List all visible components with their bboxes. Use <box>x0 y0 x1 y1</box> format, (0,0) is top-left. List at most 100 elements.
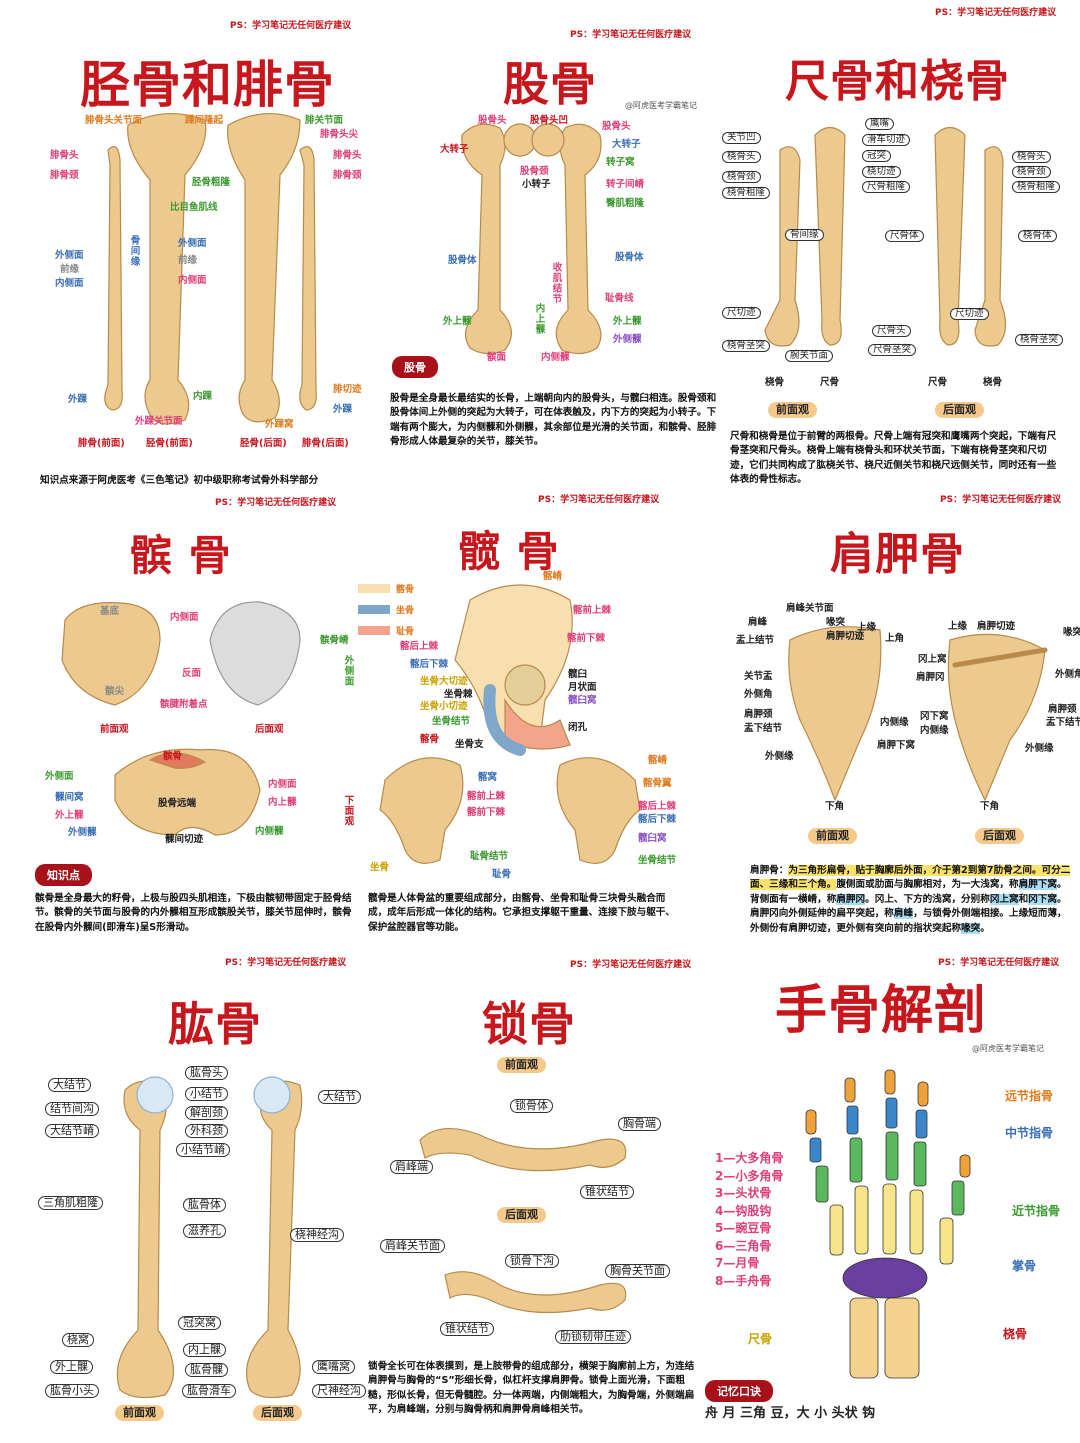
anatomy-label: 髋臼窝 <box>568 695 597 706</box>
anatomy-label: 桡窝 <box>62 1333 94 1348</box>
anatomy-label: 内侧面 <box>268 779 297 790</box>
anatomy-label: 腓骨头尖 <box>320 129 359 140</box>
anatomy-label: 腓骨头关节面 <box>85 115 143 126</box>
anatomy-label: 喙突 <box>826 617 846 628</box>
anatomy-label: 肩峰关节面 <box>380 1239 445 1254</box>
panel-title: 肱骨 <box>168 997 262 1051</box>
anatomy-label: 外上髁 <box>50 1360 93 1375</box>
anatomy-label: 近节指骨 <box>1012 1204 1061 1218</box>
anatomy-label: 髋臼窝 <box>638 833 667 844</box>
panel-title: 肩胛骨 <box>830 529 965 580</box>
anatomy-label: 外踝 <box>333 404 353 415</box>
anatomy-label: 鹰嘴窝 <box>312 1360 355 1375</box>
anatomy-label: 髂后上棘 <box>400 641 439 652</box>
anatomy-label: 髂前上棘 <box>467 791 506 802</box>
disclaimer-note: PS：学习笔记无任何医疗建议 <box>940 495 1062 505</box>
description-paragraph: 尺骨和桡骨是位于前臂的两根骨。尺骨上端有冠突和鹰嘴两个突起，下端有尺骨茎突和尺骨… <box>730 431 1057 486</box>
tibia-front <box>127 113 207 425</box>
anatomy-label: 骨间缘 <box>128 235 140 267</box>
disclaimer-note: PS：学习笔记无任何医疗建议 <box>225 958 347 968</box>
anatomy-label: 下面观 <box>342 795 354 827</box>
anatomy-label: 肩胛下窝 <box>877 740 916 751</box>
disclaimer-note: PS：学习笔记无任何医疗建议 <box>230 21 352 31</box>
hip-medial-left <box>379 757 464 864</box>
fibula-back <box>299 146 317 411</box>
carpal-list-item: 1—大多角骨 <box>715 1151 784 1165</box>
anatomy-label: 后面观 <box>255 724 284 735</box>
anatomy-label: 反面 <box>182 668 202 679</box>
anatomy-label: 盂上结节 <box>736 635 775 646</box>
anatomy-label: 肩峰关节面 <box>786 603 834 614</box>
paragraph-segment: 喙突 <box>961 922 981 934</box>
anatomy-label: 远节指骨 <box>1005 1089 1054 1103</box>
anatomy-label: 肩峰 <box>748 617 768 628</box>
anatomy-label: 转子窝 <box>606 157 635 168</box>
anatomy-label: 髌面 <box>487 352 507 363</box>
anatomy-label: 尺切迹 <box>950 308 989 321</box>
anatomy-label: 桡骨 <box>765 377 785 388</box>
anatomy-label: 胫骨粗隆 <box>192 177 231 188</box>
legend-swatch <box>358 626 390 635</box>
anatomy-label: 桡骨 <box>983 377 1003 388</box>
anatomy-label: 耻骨线 <box>605 293 634 304</box>
watermark: @阿虎医考学霸笔记 <box>625 101 697 110</box>
anatomy-label: 肋锁韧带压迹 <box>555 1330 631 1345</box>
anatomy-label: 后面观 <box>253 1405 302 1422</box>
paragraph-segment: 冈下窝 <box>1028 893 1057 905</box>
anatomy-label: 尺骨 <box>748 1332 773 1346</box>
anatomy-label: 大结节 <box>318 1090 361 1105</box>
anatomy-label: 桡骨颈 <box>722 171 761 184</box>
paragraph-segment: 肩胛骨： <box>750 865 789 876</box>
anatomy-label: 外侧面 <box>342 655 354 687</box>
anatomy-label: 肩胛颈 <box>744 709 773 720</box>
description-paragraph: 股骨是全身最长最结实的长骨，上端朝向内的股骨头，与髋臼相连。股骨颈和股骨体间上外… <box>390 393 717 448</box>
anatomy-label: 冈上窝 <box>918 654 947 665</box>
anatomy-label: 前面观 <box>808 828 857 845</box>
anatomy-label: 腓关节面 <box>305 115 344 126</box>
anatomy-label: 大结节 <box>48 1078 91 1093</box>
legend-item: 耻骨 <box>358 624 414 637</box>
anatomy-label: 外侧角 <box>744 689 773 700</box>
legend-label: 耻骨 <box>396 627 415 637</box>
metacarpals <box>829 1183 954 1265</box>
legend-label: 坐骨 <box>396 606 415 616</box>
anatomy-label: 解剖颈 <box>185 1106 228 1121</box>
anatomy-label: 臀肌粗隆 <box>606 198 645 209</box>
anatomy-label: 肱骨体 <box>183 1198 226 1213</box>
anatomy-label: 关节凹 <box>722 132 761 145</box>
clavicle-back <box>444 1271 627 1314</box>
middle-phalanges <box>809 1097 928 1163</box>
panel-title: 手骨解剖 <box>775 981 988 1041</box>
anatomy-label: 坐骨大切迹 <box>420 676 468 687</box>
paragraph-segment: 。肩胛冈向外侧延伸的扁平突起，称 <box>750 893 1067 920</box>
hand-illustration <box>805 1069 971 1379</box>
anatomy-label: 髂窝 <box>478 772 498 783</box>
anatomy-label: 外侧髁 <box>613 334 642 345</box>
legend-item: 髂骨 <box>358 582 414 595</box>
tibia-back <box>227 112 301 423</box>
anatomy-label: 喙突 <box>1063 627 1080 638</box>
anatomy-label: 桡骨头 <box>722 151 761 164</box>
anatomy-label: 腓骨(前面) <box>78 438 125 449</box>
panel-title: 胫骨和腓骨 <box>80 56 335 114</box>
scapula-front <box>788 626 882 802</box>
anatomy-label: 尺骨体 <box>885 230 924 243</box>
anatomy-label: 桡骨粗隆 <box>722 187 771 200</box>
disclaimer-note: PS：学习笔记无任何医疗建议 <box>935 8 1057 18</box>
anatomy-label: 耻骨 <box>492 869 512 880</box>
anatomy-label: 比目鱼肌线 <box>170 202 218 213</box>
anatomy-label: 肩胛切迹 <box>826 631 865 642</box>
anatomy-label: 耻骨结节 <box>470 851 509 862</box>
anatomy-label: 髁间切迹 <box>165 834 204 845</box>
paragraph-segment: 。冈上、下方的浅窝，分别称 <box>865 893 990 905</box>
anatomy-label: 上角 <box>885 633 905 644</box>
anatomy-label: 肱骨小头 <box>45 1384 99 1399</box>
ulna-radius-distal <box>849 1297 920 1379</box>
anatomy-label: 大结节嵴 <box>45 1124 99 1139</box>
anatomy-label: 肩峰端 <box>390 1160 433 1175</box>
anatomy-label: 闭孔 <box>568 722 588 733</box>
anatomy-label: 髂前下棘 <box>467 807 506 818</box>
anatomy-label: 外侧面 <box>55 250 84 261</box>
anatomy-label: 外侧缘 <box>765 751 794 762</box>
anatomy-label: 后面观 <box>935 402 984 419</box>
